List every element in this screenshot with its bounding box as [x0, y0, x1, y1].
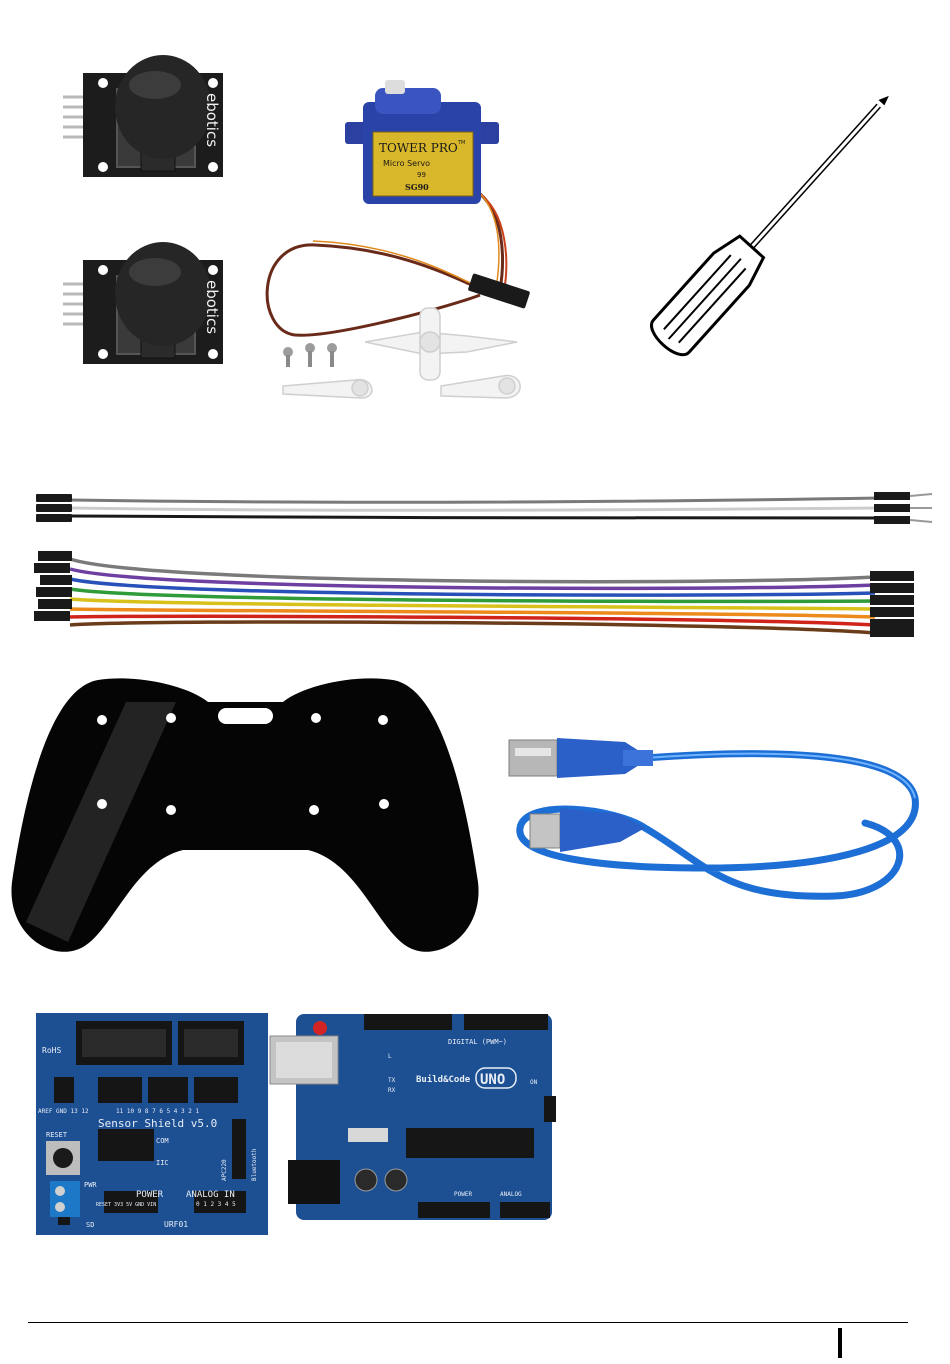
shield-power-label: POWER	[136, 1190, 164, 1200]
uno-power-label: POWER	[454, 1191, 472, 1198]
joystick-module-2: ebotics	[55, 232, 235, 372]
shield-analog-pins: 0 1 2 3 4 5	[196, 1201, 236, 1208]
male-connectors	[874, 492, 932, 524]
shield-aref-label: AREF GND 13 12	[38, 1108, 89, 1115]
shield-power-pins: RESET 3V3 5V GND VIN	[96, 1202, 156, 1208]
shield-reset-label: RESET	[46, 1131, 68, 1139]
shield-sd-label: SD	[86, 1221, 94, 1229]
joystick-brand: ebotics	[203, 93, 221, 147]
uno-on-label: ON	[530, 1079, 538, 1086]
gamepad-acrylic-plate	[8, 672, 483, 962]
shield-pwr-label: PWR	[84, 1181, 97, 1189]
jumper-cable-3-wire	[30, 488, 940, 538]
header-pins	[63, 284, 85, 324]
usb-b-plug	[530, 808, 645, 852]
uno-board: DIGITAL (PWM~) Build&Code UNO ON L TX RX…	[268, 1000, 558, 1222]
shield-com-label: COM	[156, 1137, 169, 1145]
servo-cable	[267, 190, 502, 335]
female-connectors	[36, 494, 72, 522]
shield-urf01-label: URF01	[164, 1220, 188, 1229]
left-connectors	[34, 551, 72, 621]
servo-tm: TM	[457, 140, 465, 146]
footer-rule	[28, 1322, 908, 1323]
servo-subtitle: Micro Servo	[383, 159, 430, 168]
servo-brand: TOWER PRO	[379, 141, 458, 155]
servo-connector	[468, 273, 531, 309]
usb-cable	[505, 728, 925, 908]
joystick-module-1: ebotics	[55, 45, 235, 185]
uno-l-label: L	[388, 1053, 392, 1060]
uno-microcontroller	[406, 1128, 534, 1158]
uno-tx-label: TX	[388, 1077, 396, 1084]
servo-weight: 99	[417, 171, 426, 179]
shield-digital-numbers: 11 10 9 8 7 6 5 4 3 2 1	[116, 1108, 199, 1115]
servo-horns	[283, 308, 520, 398]
shield-iic-label: IIC	[156, 1159, 169, 1167]
servo-screws	[283, 343, 337, 367]
wires	[70, 498, 880, 518]
uno-model: UNO	[480, 1072, 505, 1088]
right-connectors	[870, 571, 914, 637]
uno-brand: Build&Code	[416, 1074, 471, 1085]
shield-bluetooth-label: Bluetooth	[251, 1148, 258, 1181]
uno-rx-label: RX	[388, 1087, 396, 1094]
micro-servo: TOWER PRO TM Micro Servo 99 SG90	[255, 80, 545, 410]
screwdriver	[625, 72, 905, 392]
ribbon-wires	[70, 559, 875, 633]
shield-rohs: RoHS	[42, 1046, 61, 1055]
header-pins	[63, 97, 85, 137]
ribbon-jumper-cable	[30, 545, 920, 640]
servo-model: SG90	[405, 182, 429, 192]
uno-analog-label: ANALOG	[500, 1191, 522, 1198]
plate-slot	[218, 708, 273, 724]
usb-a-plug	[509, 738, 653, 778]
uno-dc-jack	[288, 1160, 340, 1204]
shield-analog-in-label: ANALOG IN	[186, 1190, 235, 1200]
shield-apc220-label: APC220	[221, 1159, 228, 1181]
uno-digital-label: DIGITAL (PWM~)	[448, 1038, 507, 1046]
page-marker	[838, 1328, 842, 1358]
sensor-shield-board: RoHS AREF GND 13 12 11 10 9 8 7 6 5 4 3 …	[36, 1013, 268, 1235]
joystick-brand: ebotics	[203, 280, 221, 334]
shield-name: Sensor Shield v5.0	[98, 1117, 217, 1130]
